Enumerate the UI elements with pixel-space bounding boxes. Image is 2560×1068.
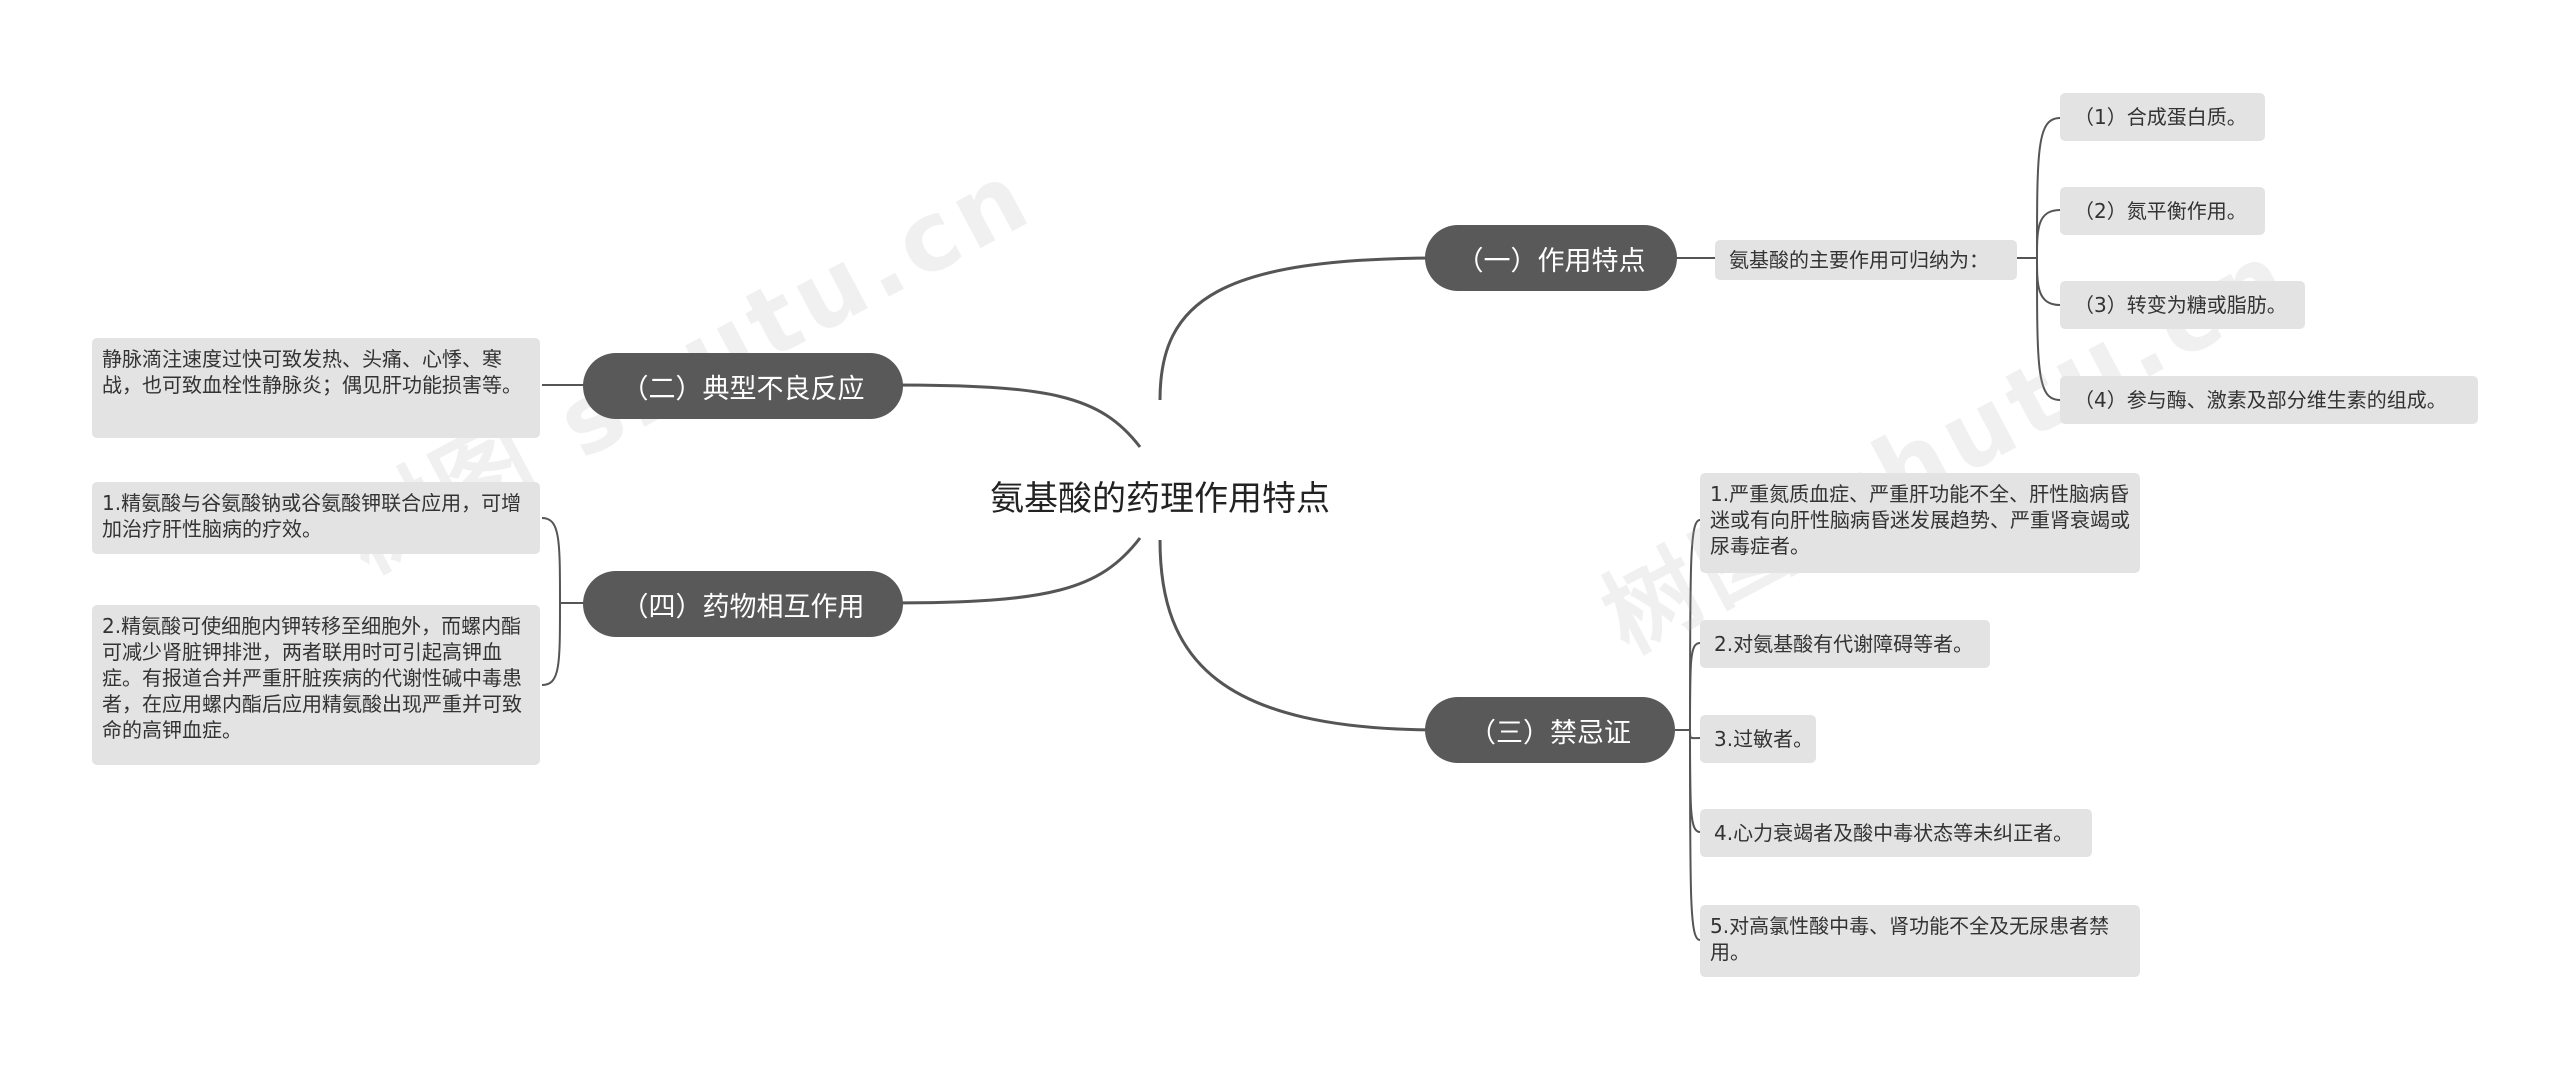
contraindication-item-5[interactable]: 5.对高氯性酸中毒、肾功能不全及无尿患者禁用。 [1700, 905, 2140, 977]
link-b3-item4 [1689, 729, 1701, 833]
branch-action-features[interactable]: （一）作用特点 [1425, 225, 1677, 291]
link-summary-item4 [2036, 257, 2061, 401]
link-b3-item1 [1689, 519, 1701, 731]
link-b3-item5 [1689, 729, 1701, 941]
action-summary-node[interactable]: 氨基酸的主要作用可归纳为： [1715, 240, 2017, 280]
interaction-item-1[interactable]: 1.精氨酸与谷氨酸钠或谷氨酸钾联合应用，可增加治疗肝性脑病的疗效。 [92, 482, 540, 554]
link-root-b2 [889, 383, 1142, 448]
branch-drug-interactions[interactable]: （四）药物相互作用 [583, 571, 903, 637]
link-b4-item1 [541, 517, 561, 604]
link-summary-item1 [2036, 117, 2061, 259]
interaction-item-2[interactable]: 2.精氨酸可使细胞内钾转移至细胞外，而螺内酯可减少肾脏钾排泄，两者联用时可引起高… [92, 605, 540, 765]
contraindication-item-1[interactable]: 1.严重氮质血症、严重肝功能不全、肝性脑病昏迷或有向肝性脑病昏迷发展趋势、严重肾… [1700, 473, 2140, 573]
action-item-4[interactable]: （4）参与酶、激素及部分维生素的组成。 [2060, 376, 2478, 424]
action-item-2[interactable]: （2）氮平衡作用。 [2060, 187, 2265, 235]
action-item-3[interactable]: （3）转变为糖或脂肪。 [2060, 281, 2305, 329]
branch-contraindications[interactable]: （三）禁忌证 [1425, 697, 1675, 763]
link-b3-item2 [1689, 642, 1701, 731]
contraindication-item-3[interactable]: 3.过敏者。 [1700, 715, 1816, 763]
link-root-b3 [1158, 539, 1441, 732]
link-summary-item2 [2036, 209, 2061, 259]
link-b4-item2 [541, 602, 561, 686]
root-topic[interactable]: 氨基酸的药理作用特点 [990, 478, 1330, 519]
contraindication-item-2[interactable]: 2.对氨基酸有代谢障碍等者。 [1700, 620, 1990, 668]
link-b3-item3 [1689, 729, 1701, 740]
link-root-b4 [889, 537, 1142, 605]
adverse-reaction-item[interactable]: 静脉滴注速度过快可致发热、头痛、心悸、寒战，也可致血栓性静脉炎；偶见肝功能损害等… [92, 338, 540, 438]
action-item-1[interactable]: （1）合成蛋白质。 [2060, 93, 2265, 141]
branch-adverse-reactions[interactable]: （二）典型不良反应 [583, 353, 903, 419]
link-root-b1 [1158, 256, 1441, 401]
contraindication-item-4[interactable]: 4.心力衰竭者及酸中毒状态等未纠正者。 [1700, 809, 2092, 857]
link-summary-item3 [2036, 257, 2061, 306]
